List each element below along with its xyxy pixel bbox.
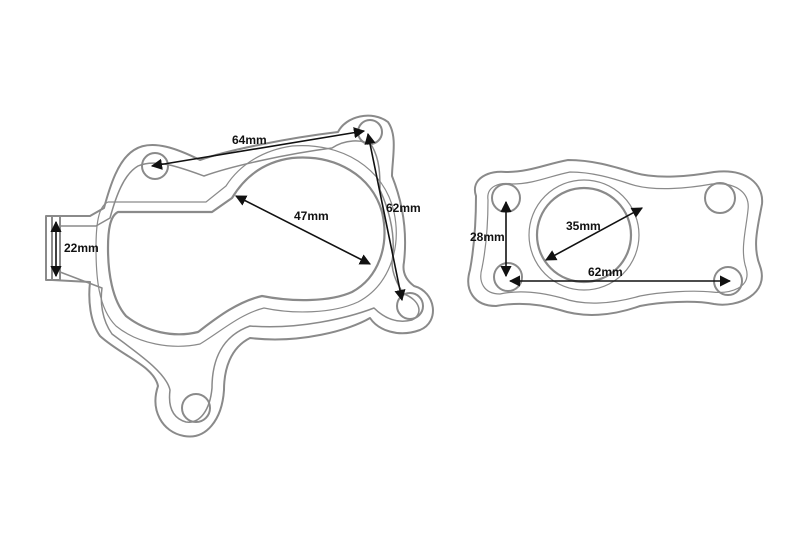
dim-arrow-35mm xyxy=(545,207,643,261)
dim-arrow-64mm xyxy=(150,127,366,170)
label-47mm: 47mm xyxy=(294,209,329,223)
inlet-bolt-hole-bottom xyxy=(181,393,211,423)
dim-arrow-47mm xyxy=(235,195,371,265)
outlet-gasket-outline xyxy=(467,159,764,316)
label-28mm: 28mm xyxy=(470,230,505,244)
label-62mm-left: 62mm xyxy=(386,201,421,215)
outlet-gasket xyxy=(467,159,764,316)
outlet-dimensions xyxy=(500,200,732,287)
label-22mm: 22mm xyxy=(64,241,99,255)
dim-arrow-62mm-left xyxy=(364,132,406,302)
inlet-dimensions xyxy=(50,127,406,302)
outlet-bolt-hole-bottom-left xyxy=(493,262,523,292)
label-35mm: 35mm xyxy=(566,219,601,233)
label-62mm-right: 62mm xyxy=(588,265,623,279)
label-64mm: 64mm xyxy=(232,133,267,147)
inlet-gasket xyxy=(45,114,434,438)
outlet-bolt-hole-top-right xyxy=(704,182,736,214)
outlet-gasket-emboss xyxy=(480,171,749,304)
inlet-bolt-hole-right xyxy=(396,292,424,320)
